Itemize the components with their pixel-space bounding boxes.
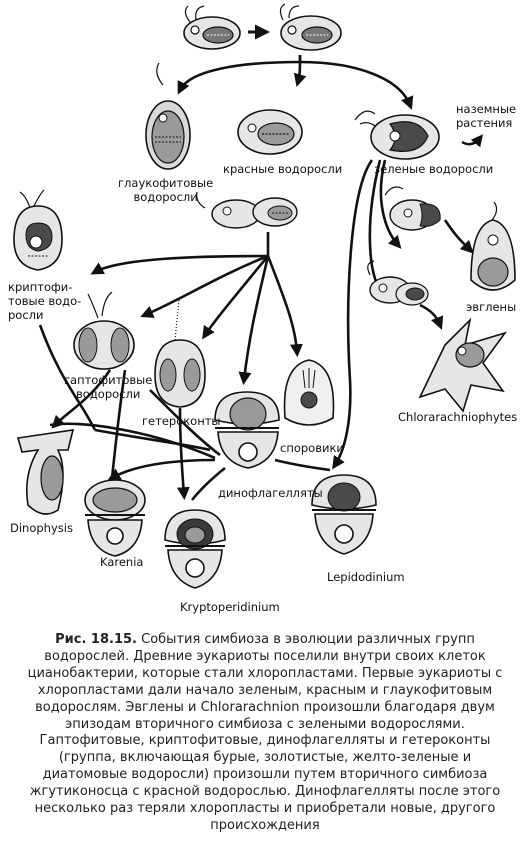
glaucophyte-cell (145, 62, 191, 170)
green-line-3 (368, 159, 383, 295)
label-kryptoperidinium: Kryptoperidinium (180, 600, 280, 614)
lepidodinium-cell (311, 474, 377, 555)
red-secondary-host-cell (196, 191, 298, 229)
green-line-main (332, 159, 374, 470)
label-sporozoa: споровики (280, 441, 344, 455)
ancestral-eukaryote-cell (183, 5, 241, 50)
arrow-to-haptophyte (140, 254, 269, 318)
arrow-to-euglenid (443, 219, 474, 254)
heterokont-cell (154, 299, 206, 408)
red-alga-cell (237, 109, 303, 155)
crypto-line-2 (94, 428, 211, 452)
green-line-2 (379, 159, 402, 249)
sporozoan-cell (283, 359, 335, 426)
label-land-plants: наземные растения (456, 102, 517, 130)
hetero-cross (149, 389, 221, 457)
hetero-to-kryptoperidinium (176, 407, 190, 501)
to-land-plants-arrow (461, 134, 484, 148)
hapto-to-karenia (110, 369, 127, 479)
label-dinophysis: Dinophysis (10, 521, 73, 535)
dino-to-karenia (107, 458, 216, 481)
symbiosis-diagram (13, 3, 516, 589)
dino-to-dinophysis (49, 422, 216, 460)
crypto-to-dinophysis (38, 324, 97, 431)
kryptoperidinium-cell (164, 509, 226, 589)
branch-to-glauco (177, 60, 301, 95)
label-haptophytes: гаптофитовые водоросли (64, 373, 153, 401)
label-red-algae: красные водоросли (223, 162, 343, 176)
euglenid-cell (470, 201, 516, 291)
caption-number: Рис. 18.15. (55, 632, 137, 647)
arrow-to-heterokont (202, 255, 270, 340)
dino-to-lepidodinium (274, 458, 331, 472)
arrow-to-cryptophyte (90, 254, 269, 275)
label-glaucophytes: глаукофитовые водоросли (118, 176, 214, 204)
label-karenia: Karenia (100, 555, 144, 569)
cryptophyte-cell (13, 189, 63, 271)
arrow-to-chlorarachnion (419, 303, 444, 330)
figure-caption: Рис. 18.15. События симбиоза в эволюции … (18, 632, 512, 835)
dinophysis-cell (16, 429, 75, 515)
dinoflagellate-cell (214, 391, 280, 469)
branch-to-green (299, 60, 414, 110)
arrow-to-dino (238, 255, 270, 386)
arrow-to-sporozoa (266, 255, 303, 358)
karenia-cell (84, 479, 146, 557)
label-green-algae: зеленые водоросли (374, 162, 494, 176)
label-euglenids: эвглены (466, 300, 517, 314)
green-alga-cell (354, 110, 440, 160)
label-cryptophytes: криптофи- товые водо- росли (8, 280, 82, 322)
caption-text: События симбиоза в эволюции различных гр… (27, 632, 503, 833)
label-heterokonts: гетероконты (142, 414, 221, 428)
hapto-to-dinophysis (51, 369, 112, 429)
chlorarachniophyte-cell (418, 317, 508, 413)
chlorarachnion-precursor-cell (367, 260, 429, 306)
label-chlorarachniophytes: Chlorarachniophytes (398, 410, 518, 424)
haptophyte-cell (73, 291, 135, 370)
euglenid-precursor-cell (384, 186, 441, 231)
label-lepidodinium: Lepidodinium (327, 570, 405, 584)
dino-to-kryptoperidinium (190, 466, 226, 501)
label-dinoflagellates: динофлагелляты (218, 486, 323, 500)
first-plastid-eukaryote-cell (279, 3, 342, 51)
